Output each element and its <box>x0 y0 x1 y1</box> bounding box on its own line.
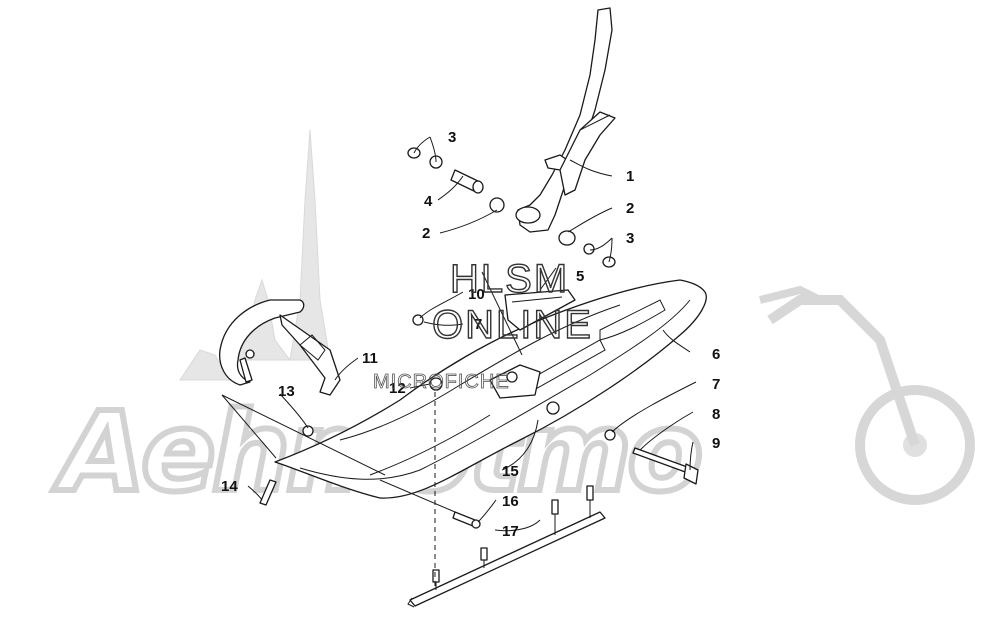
bolt-9-part <box>632 447 699 485</box>
callout-label-8: 8 <box>712 406 720 423</box>
wear-pad-part <box>504 289 576 331</box>
callout-label-10: 10 <box>468 286 485 303</box>
callout-label-14: 14 <box>221 478 238 495</box>
callout-label-7-left: 7 <box>474 316 482 333</box>
callout-label-17: 17 <box>502 523 519 540</box>
ski-body-part <box>274 279 707 499</box>
ski-runner-part <box>407 485 606 608</box>
washer-7-right-part <box>604 429 616 441</box>
screw-14-part <box>259 479 277 506</box>
callout-label-5: 5 <box>576 268 584 285</box>
callout-label-9: 9 <box>712 435 720 452</box>
callout-label-16: 16 <box>502 493 519 510</box>
bracket-center-part <box>489 364 560 415</box>
callout-label-2-right: 2 <box>626 200 634 217</box>
bushing-upper-left-part <box>407 147 443 169</box>
callout-label-7-right: 7 <box>712 376 720 393</box>
hlsm-watermark: HLSM ONLINE MICROFICHE <box>373 256 593 393</box>
bushing-left-part <box>489 197 505 213</box>
callout-label-2-left: 2 <box>422 225 430 242</box>
callout-label-6: 6 <box>712 346 720 363</box>
sleeve-part <box>450 169 484 194</box>
leader-lines <box>221 136 697 590</box>
callout-labels: 1 2 2 3 3 4 5 6 7 7 8 9 10 11 12 13 14 1… <box>221 129 720 540</box>
watermark-line-1: HLSM <box>450 257 569 301</box>
watermark-line-3: MICROFICHE <box>373 371 510 393</box>
callout-label-1: 1 <box>626 168 634 185</box>
nut-13-part <box>302 425 314 437</box>
callout-label-15: 15 <box>502 463 519 480</box>
callout-label-11: 11 <box>362 350 378 367</box>
callout-label-12: 12 <box>389 380 406 397</box>
motorcycle-watermark <box>759 285 975 505</box>
callout-label-4: 4 <box>424 193 433 210</box>
callout-label-3-top: 3 <box>448 129 456 146</box>
callout-label-3-right: 3 <box>626 230 634 247</box>
ski-loop-handle-part <box>219 299 341 396</box>
callout-label-13: 13 <box>278 383 295 400</box>
bushing-right-part <box>558 230 576 246</box>
spindle-part <box>515 7 616 233</box>
watermark-line-2: ONLINE <box>432 303 593 347</box>
